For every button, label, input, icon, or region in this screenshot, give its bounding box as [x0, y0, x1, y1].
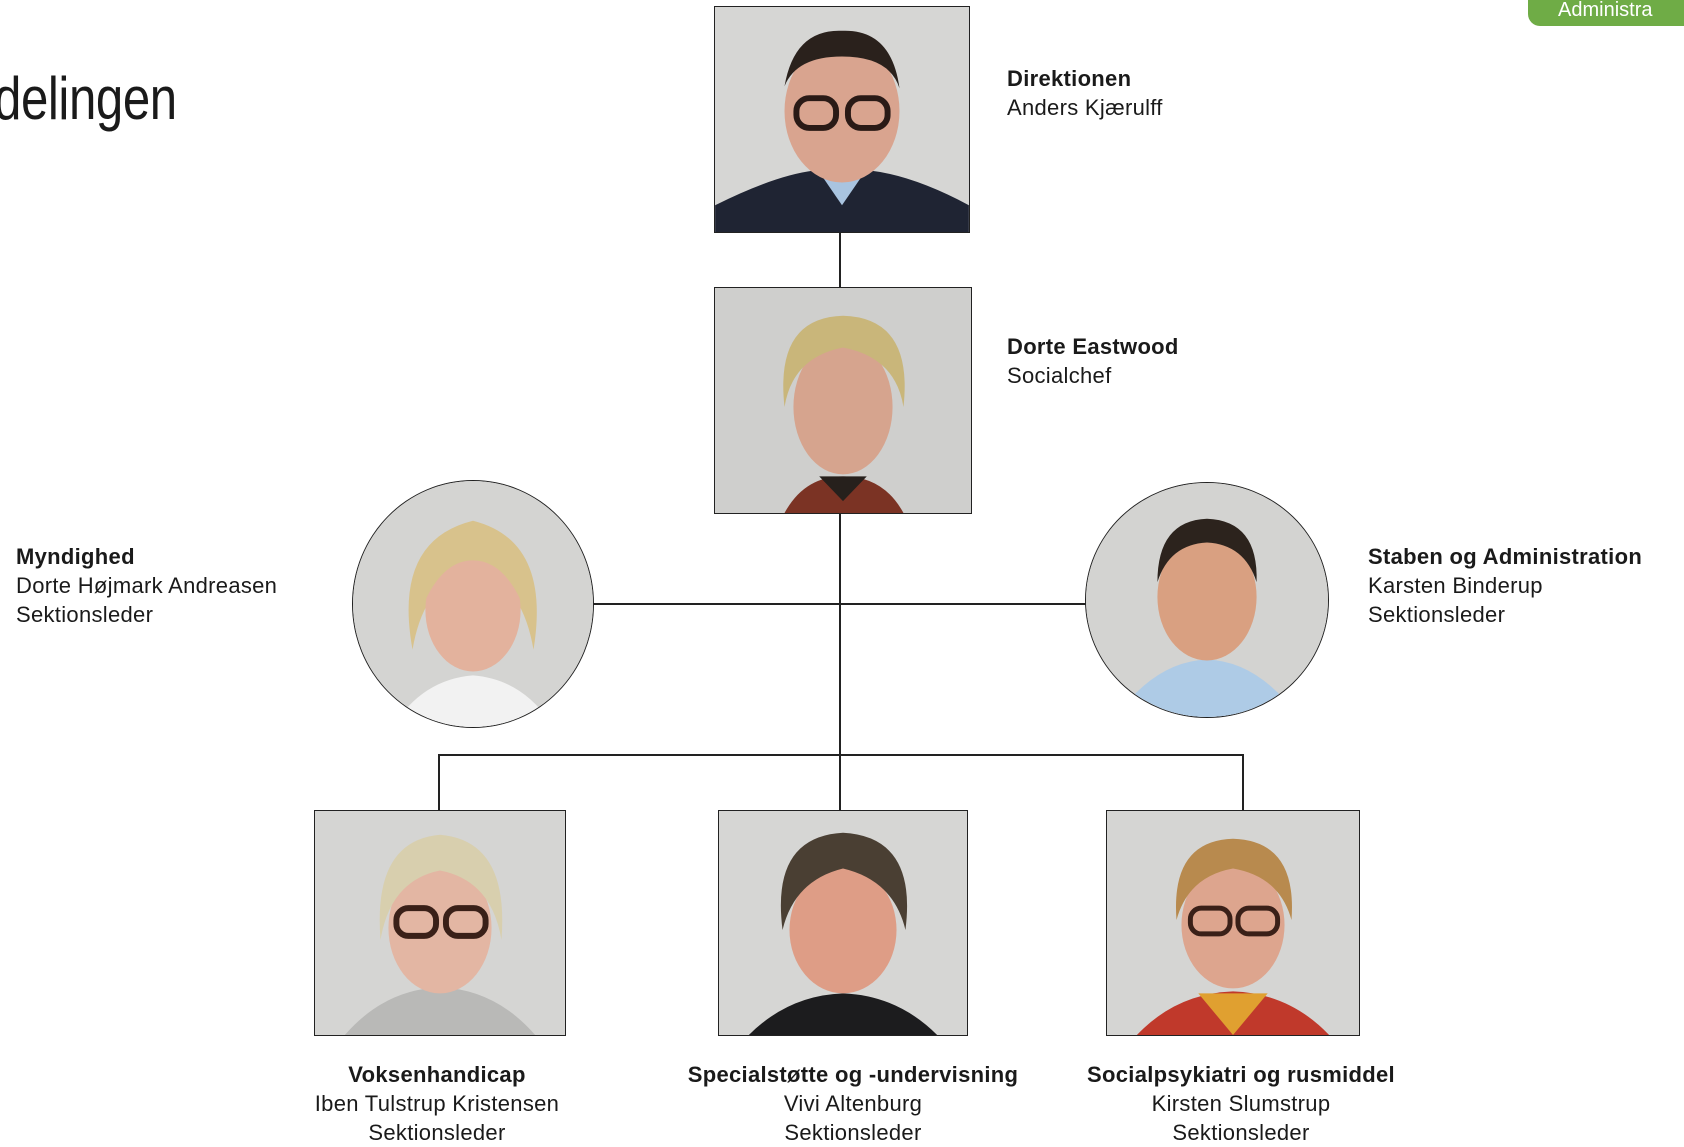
connector-top-chief: [839, 232, 841, 288]
unit-voksenhandicap: Voksenhandicap: [348, 1062, 526, 1087]
connector-section-2: [839, 754, 841, 812]
page-title: delingen: [0, 65, 177, 132]
person-role: Sektionsleder: [16, 602, 154, 627]
person-name: Vivi Altenburg: [783, 1091, 923, 1116]
portrait-photo-left-staff: [352, 480, 594, 728]
person-name: Dorte Højmark Andreasen: [16, 573, 278, 598]
connector-sections-horizontal: [438, 754, 1244, 756]
person-role: Sektionsleder: [784, 1120, 922, 1145]
person-role: Sektionsleder: [1368, 602, 1506, 627]
label-section-2: Specialstøtte og -undervisning Vivi Alte…: [688, 1060, 1018, 1147]
portrait-photo-right-staff: [1085, 482, 1329, 718]
section-tab[interactable]: Administra: [1528, 0, 1684, 26]
portrait-photo-section-1: [314, 810, 566, 1036]
person-role: Sektionsleder: [368, 1120, 506, 1145]
person-role: Socialchef: [1007, 363, 1112, 388]
person-name: Iben Tulstrup Kristensen: [314, 1091, 560, 1116]
unit-specialstotte: Specialstøtte og -undervisning: [687, 1062, 1019, 1087]
person-name: Kirsten Slumstrup: [1151, 1091, 1331, 1116]
person-name: Karsten Binderup: [1368, 573, 1543, 598]
label-top: Direktionen Anders Kjærulff: [1007, 64, 1163, 122]
connector-section-1: [438, 754, 440, 812]
portrait-photo-chief: [714, 287, 972, 514]
portrait-photo-section-3: [1106, 810, 1360, 1036]
connector-section-3: [1242, 754, 1244, 812]
connector-staff-horizontal: [593, 603, 1087, 605]
unit-myndighed: Myndighed: [16, 544, 135, 569]
label-left-staff: Myndighed Dorte Højmark Andreasen Sektio…: [16, 542, 277, 629]
unit-direktionen: Direktionen: [1007, 66, 1132, 91]
person-name: Anders Kjærulff: [1007, 95, 1163, 120]
unit-socialpsykiatri: Socialpsykiatri og rusmiddel: [1087, 1062, 1395, 1087]
label-right-staff: Staben og Administration Karsten Binderu…: [1368, 542, 1642, 629]
label-section-1: Voksenhandicap Iben Tulstrup Kristensen …: [315, 1060, 559, 1147]
person-role: Sektionsleder: [1172, 1120, 1310, 1145]
label-section-3: Socialpsykiatri og rusmiddel Kirsten Slu…: [1087, 1060, 1395, 1147]
label-chief: Dorte Eastwood Socialchef: [1007, 332, 1179, 390]
person-name: Dorte Eastwood: [1007, 334, 1179, 359]
portrait-photo-top: [714, 6, 970, 233]
portrait-photo-section-2: [718, 810, 968, 1036]
connector-chief-trunk: [839, 512, 841, 756]
unit-staben: Staben og Administration: [1368, 544, 1643, 569]
